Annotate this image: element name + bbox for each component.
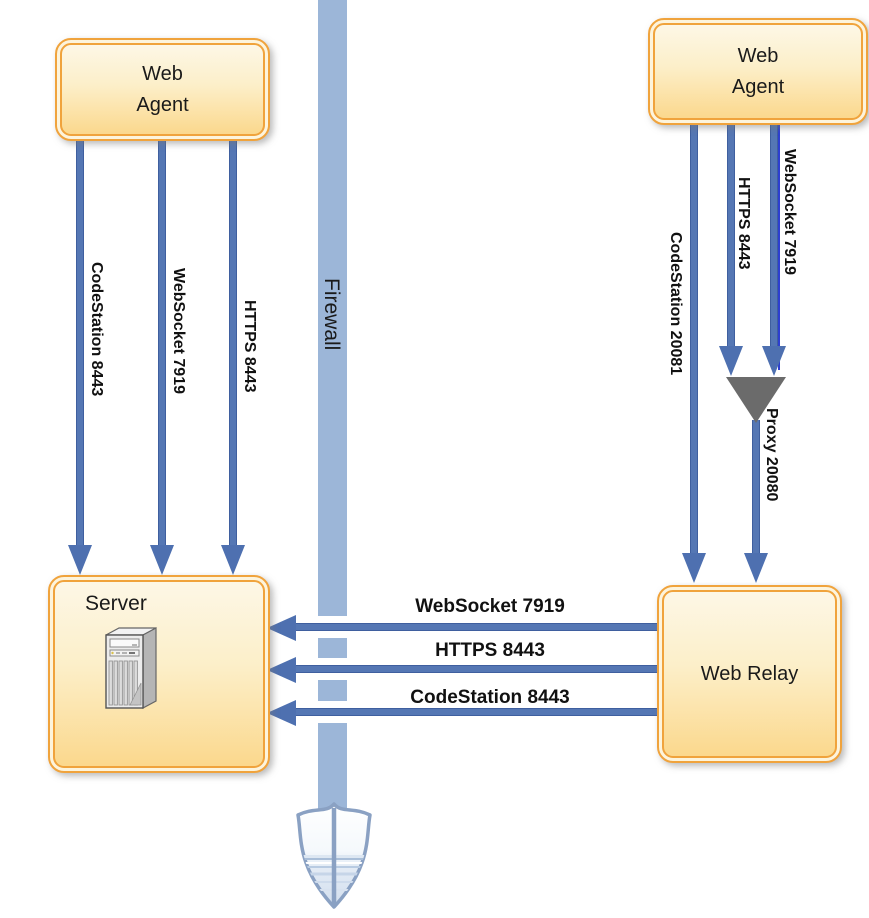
arrowhead-down-icon xyxy=(719,346,743,376)
label-codestation-8443-left: CodeStation 8443 xyxy=(88,262,105,397)
arrowhead-down-icon xyxy=(150,545,174,575)
server-tower-icon xyxy=(105,626,157,710)
web-agent-left-inner: Web Agent xyxy=(60,43,265,136)
web-agent-left-node: Web Agent xyxy=(55,38,270,141)
label-https-8443-return: HTTPS 8443 xyxy=(435,640,545,661)
connector-https-8443-left xyxy=(229,141,237,548)
server-node: Server xyxy=(48,575,270,773)
web-agent-right-node: Web Agent xyxy=(648,18,868,125)
label-codestation-20081: CodeStation 20081 xyxy=(667,232,684,376)
arrowhead-left-icon xyxy=(267,700,296,726)
server-inner: Server xyxy=(53,580,265,768)
web-relay-label: Web Relay xyxy=(700,662,799,685)
connector-https-8443-return xyxy=(294,658,658,680)
arrowhead-left-icon xyxy=(267,657,296,683)
arrowhead-down-icon xyxy=(762,346,786,376)
label-https-8443-right: HTTPS 8443 xyxy=(735,177,752,270)
connector-websocket-7919-return xyxy=(294,616,658,638)
security-shield-icon xyxy=(296,802,372,909)
web-relay-node: Web Relay xyxy=(657,585,842,763)
web-relay-inner: Web Relay xyxy=(662,590,837,758)
websocket-thin-connector-line xyxy=(778,125,780,370)
arrowhead-down-icon xyxy=(221,545,245,575)
arrowhead-down-icon xyxy=(682,553,706,583)
label-websocket-7919-right: WebSocket 7919 xyxy=(781,149,798,275)
label-codestation-8443-return: CodeStation 8443 xyxy=(410,687,570,708)
firewall-label: Firewall xyxy=(320,278,343,351)
connector-https-8443-right xyxy=(727,125,735,349)
label-https-8443-left: HTTPS 8443 xyxy=(241,300,258,393)
connector-codestation-8443-left xyxy=(76,141,84,548)
connector-proxy-20080 xyxy=(752,420,760,556)
arrowhead-down-icon xyxy=(68,545,92,575)
connector-websocket-7919-right xyxy=(770,125,778,349)
connector-codestation-20081 xyxy=(690,125,698,555)
proxy-funnel-icon xyxy=(726,377,786,423)
label-websocket-7919-return: WebSocket 7919 xyxy=(415,596,565,617)
connector-websocket-7919-left xyxy=(158,141,166,548)
label-proxy-20080: Proxy 20080 xyxy=(763,408,780,502)
web-agent-left-label: Web Agent xyxy=(136,62,189,116)
web-agent-right-inner: Web Agent xyxy=(653,23,863,120)
connector-codestation-8443-return xyxy=(294,701,658,723)
arrowhead-left-icon xyxy=(267,615,296,641)
firewall-bar xyxy=(318,0,347,822)
web-agent-right-label: Web Agent xyxy=(731,44,785,98)
label-websocket-7919-left: WebSocket 7919 xyxy=(170,268,187,394)
server-label: Server xyxy=(85,592,147,615)
arrowhead-down-icon xyxy=(744,553,768,583)
